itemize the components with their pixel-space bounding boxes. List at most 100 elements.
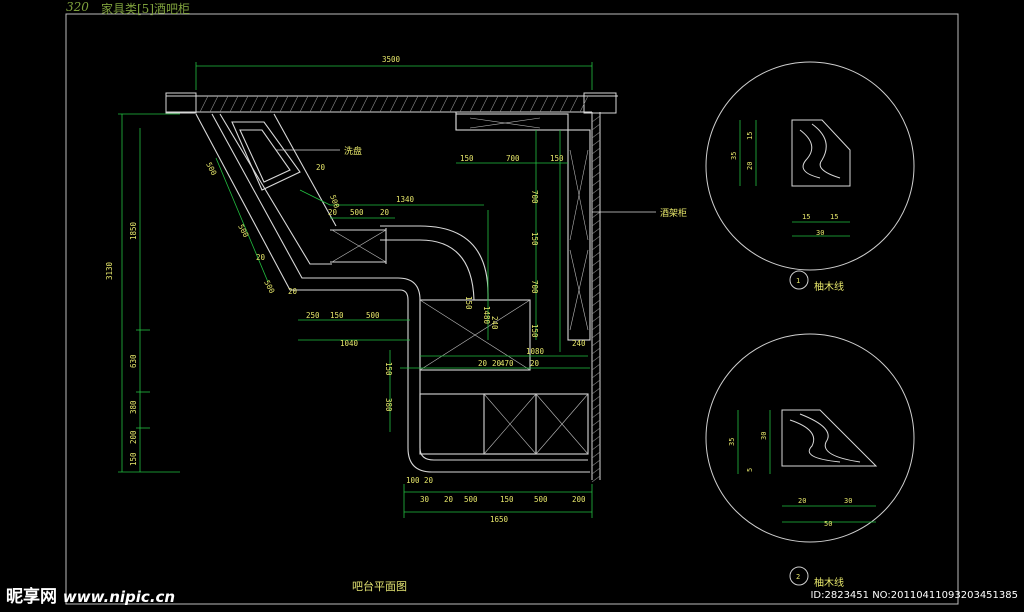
hatch-line — [591, 187, 601, 195]
dim-text: 15 — [802, 213, 810, 221]
watermark-id: ID:2823451 NO:20110411093203451385 — [810, 590, 1018, 601]
hatch-line — [591, 195, 601, 203]
hatch-line — [591, 475, 601, 483]
hatch-line — [591, 155, 601, 163]
detail-2-circle — [705, 333, 915, 543]
hatch-line — [591, 427, 601, 435]
hatch-line — [591, 355, 601, 363]
hatch-line — [279, 95, 289, 113]
dim-text: 20 — [316, 163, 326, 172]
dim-text: 200 — [572, 495, 586, 504]
hatch-line — [309, 95, 319, 113]
hatch-line — [269, 95, 279, 113]
hatch-line — [591, 299, 601, 307]
hatch-line — [591, 339, 601, 347]
hatch-line — [591, 275, 601, 283]
hatch-line — [591, 403, 601, 411]
dim-text: 700 — [506, 154, 520, 163]
hatch-line — [349, 95, 359, 113]
dim-text: 500 — [350, 208, 364, 217]
dim-text: 150 — [460, 154, 474, 163]
dim-text: 380 — [384, 398, 393, 412]
dim-text: 1040 — [340, 339, 359, 348]
dim-text: 150 — [330, 311, 344, 320]
hatch-line — [591, 235, 601, 243]
dim-text: 1080 — [526, 347, 545, 356]
hatch-line — [591, 147, 601, 155]
dim-text: 500 — [236, 223, 251, 240]
hatch-line — [369, 95, 379, 113]
hatch-line — [429, 95, 439, 113]
detail-1-dims — [739, 120, 850, 237]
hatch-line — [591, 371, 601, 379]
dim-text: 15 — [746, 132, 754, 140]
dim-text: 630 — [129, 354, 138, 368]
dim-text: 500 — [204, 161, 219, 178]
dim-text: 150 — [550, 154, 564, 163]
hatch-line — [591, 307, 601, 315]
hatch-line — [489, 95, 499, 113]
page-number: 320 — [66, 0, 89, 14]
hatch-line — [591, 267, 601, 275]
dim-text: 15 — [830, 213, 838, 221]
hatch-line — [499, 95, 509, 113]
dim-text: 20 — [444, 495, 454, 504]
hatch-line — [329, 95, 339, 113]
hatch-line — [579, 95, 589, 113]
dim-text: 20 — [380, 208, 390, 217]
dim-text: 200 — [129, 430, 138, 444]
plan-title: 吧台平面图 — [352, 580, 407, 593]
detail-1-number: 1 — [796, 277, 800, 285]
hatch-line — [199, 95, 209, 113]
wall-hatch — [199, 95, 601, 483]
hatch-line — [591, 179, 601, 187]
hatch-line — [591, 331, 601, 339]
dim-text: 150 — [129, 452, 138, 466]
hatch-line — [229, 95, 239, 113]
hatch-line — [479, 95, 489, 113]
cabinet-cross-lines — [331, 117, 589, 455]
hatch-line — [259, 95, 269, 113]
dim-text: 20 — [424, 476, 434, 485]
dim-text: 5 — [746, 468, 754, 472]
hatch-line — [419, 95, 429, 113]
hatch-line — [539, 95, 549, 113]
hatch-line — [389, 95, 399, 113]
hatch-line — [249, 95, 259, 113]
hatch-line — [591, 363, 601, 371]
callout-texts: 洗盘 酒架柜 — [344, 145, 687, 219]
dim-text: 35 — [730, 152, 738, 160]
dim-text: 3130 — [105, 261, 114, 280]
dim-text: 20 — [530, 359, 540, 368]
dim-text: 150 — [530, 324, 539, 338]
hatch-line — [339, 95, 349, 113]
dim-text: 30 — [816, 229, 824, 237]
dim-text: 30 — [420, 495, 430, 504]
hatch-line — [591, 315, 601, 323]
hatch-line — [591, 387, 601, 395]
hatch-line — [219, 95, 229, 113]
dim-text: 700 — [530, 280, 539, 294]
dim-text: 150 — [530, 232, 539, 246]
dim-text: 1650 — [490, 515, 509, 524]
hatch-line — [591, 227, 601, 235]
hatch-line — [409, 95, 419, 113]
hatch-line — [591, 123, 601, 131]
dimension-lines — [118, 62, 593, 518]
dim-text: 20 — [256, 253, 266, 262]
dim-overall-width: 3500 — [382, 55, 401, 64]
hatch-line — [591, 283, 601, 291]
hatch-line — [591, 251, 601, 259]
dim-text: 30 — [760, 432, 768, 440]
hatch-line — [439, 95, 449, 113]
detail-circles — [705, 61, 915, 543]
detail-1-profile — [791, 119, 851, 187]
hatch-line — [591, 171, 601, 179]
wine-rack-callout: 酒架柜 — [660, 207, 687, 219]
hatch-line — [209, 95, 219, 113]
hatch-line — [591, 435, 601, 443]
hatch-line — [319, 95, 329, 113]
dim-text: 35 — [728, 438, 736, 446]
hatch-line — [529, 95, 539, 113]
